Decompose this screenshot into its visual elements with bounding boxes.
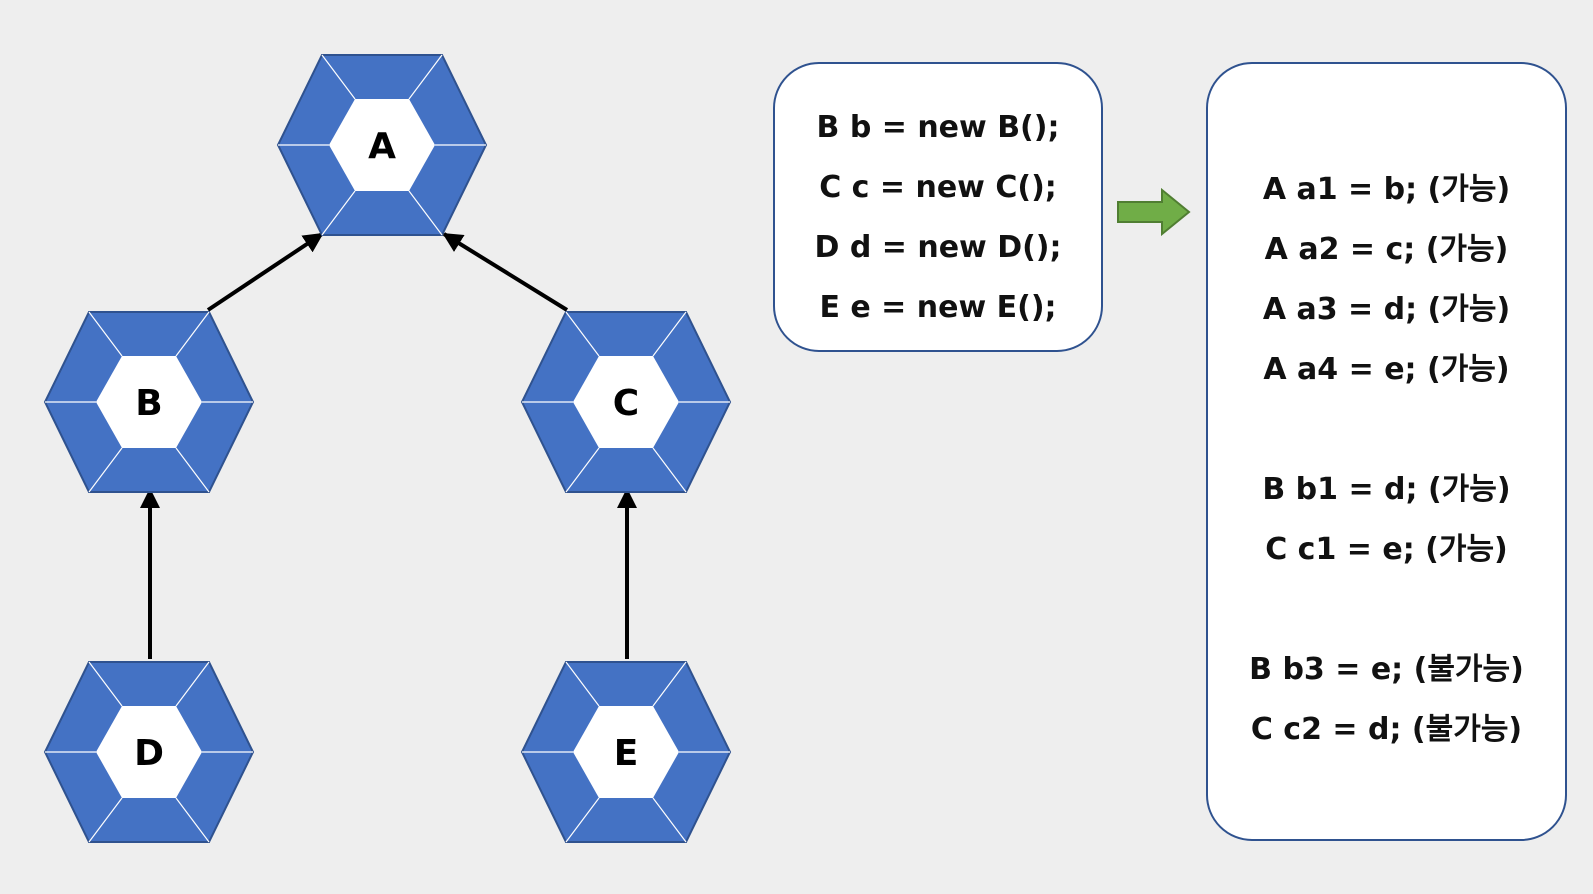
node-c-label: C	[613, 383, 639, 424]
code-line-d: D d = new D();	[814, 230, 1062, 265]
green-arrow-icon	[1117, 188, 1191, 236]
result-line: A a4 = e; (가능)	[1263, 352, 1510, 387]
result-line: B b1 = d; (가능)	[1262, 472, 1511, 507]
node-d: D	[43, 661, 255, 843]
result-line: C c2 = d; (불가능)	[1250, 712, 1523, 747]
result-box: A a1 = b; (가능) A a2 = c; (가능) A a3 = d; …	[1206, 62, 1567, 841]
node-a-label: A	[368, 126, 396, 167]
result-line: C c1 = e; (가능)	[1265, 532, 1508, 567]
code-line-c: C c = new C();	[819, 170, 1057, 205]
node-d-label: D	[134, 733, 164, 774]
node-e-label: E	[614, 733, 639, 774]
node-c: C	[520, 311, 732, 493]
result-line: A a3 = d; (가능)	[1262, 292, 1511, 327]
arrow-c-to-a	[442, 232, 569, 312]
code-line-b: B b = new B();	[816, 110, 1060, 145]
result-line: A a2 = c; (가능)	[1264, 232, 1509, 267]
node-b: B	[43, 311, 255, 493]
result-line: B b3 = e; (불가능)	[1249, 652, 1524, 687]
arrow-b-to-a	[206, 232, 324, 312]
node-e: E	[520, 661, 732, 843]
code-line-e: E e = new E();	[819, 290, 1057, 325]
node-a: A	[276, 54, 488, 236]
result-line: A a1 = b; (가능)	[1262, 172, 1511, 207]
code-box: B b = new B(); C c = new C(); D d = new …	[773, 62, 1103, 352]
node-b-label: B	[135, 383, 162, 424]
